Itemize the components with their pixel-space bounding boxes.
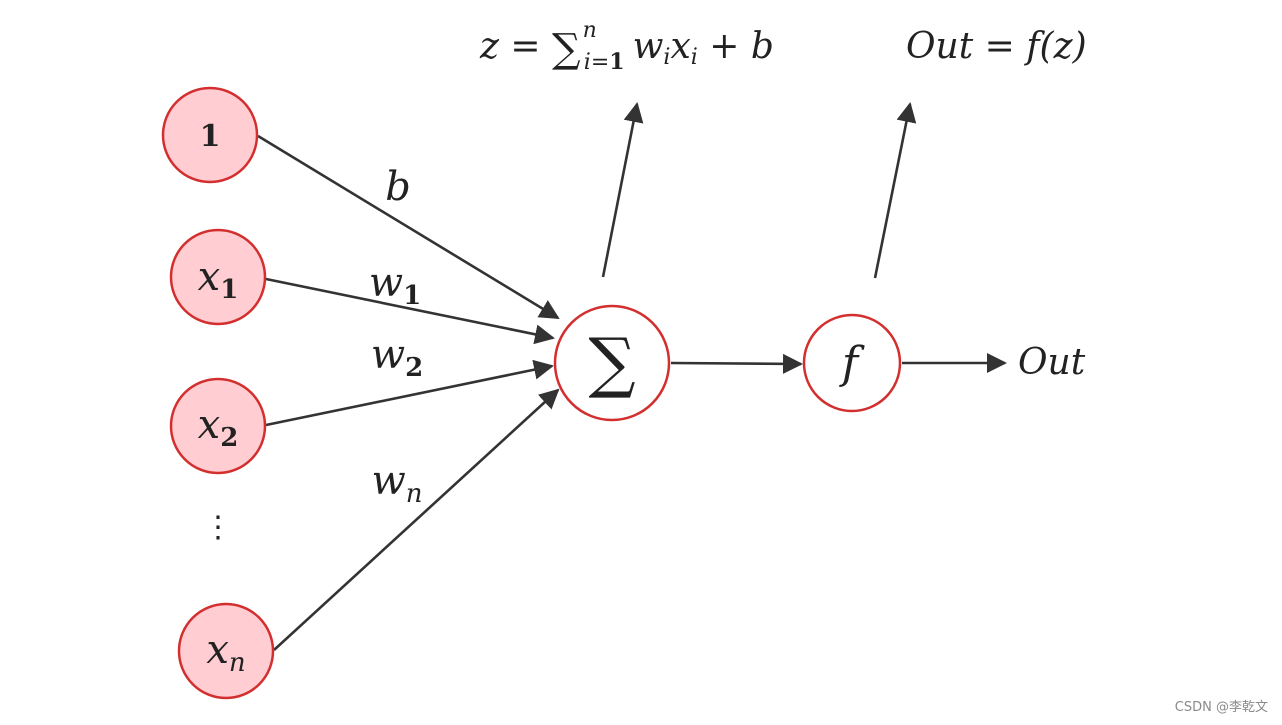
sum-formula-lower-eq: = [591, 50, 609, 75]
sum-node-symbol: ∑ [588, 324, 635, 401]
arrow-sum-formula [601, 102, 644, 278]
bias-node-label: 1 [200, 119, 221, 154]
w2-subscript: 2 [405, 353, 423, 383]
sum-formula-upper: n [583, 18, 597, 43]
x2-base: x [198, 402, 221, 448]
edge-label-w1: w1 [369, 260, 421, 311]
edge-label-w2: w2 [371, 332, 423, 383]
wn-base: w [372, 458, 406, 504]
x1-subscript: 1 [220, 275, 238, 305]
ellipsis-dots: ⋮ [203, 510, 233, 545]
edge-label-bias: b [385, 164, 411, 210]
sum-formula-sigma: ∑ [552, 26, 581, 72]
input-node-bias: 1 [161, 86, 259, 184]
x2-node-label: x2 [198, 402, 239, 453]
output-formula: Out = f(z) [906, 26, 1087, 67]
output-formula-eq: = [973, 26, 1026, 67]
watermark: CSDN @李乾文 [1174, 700, 1268, 715]
edge-xn [273, 388, 560, 651]
x2-subscript: 2 [220, 423, 238, 453]
w2-base: w [371, 332, 405, 378]
x1-node-label: x1 [198, 254, 239, 305]
sum-formula-w: w [633, 26, 664, 67]
x1-base: x [198, 254, 221, 300]
edge-label-wn: wn [372, 458, 423, 509]
sum-formula-lhs: z [479, 26, 500, 67]
edge-x2 [265, 359, 554, 427]
sum-formula-b: b [751, 26, 774, 67]
edge-x1 [265, 277, 555, 345]
wn-subscript: n [406, 479, 423, 509]
sum-formula-lower-var: i [584, 50, 591, 75]
input-node-x1: x1 [169, 228, 267, 326]
w1-subscript: 1 [403, 281, 421, 311]
input-node-xn: xn [177, 602, 275, 700]
sum-node: ∑ [553, 304, 671, 422]
activation-node: f [802, 313, 902, 413]
sum-formula-eq: = [499, 26, 552, 67]
sum-formula-x: x [670, 26, 690, 67]
sum-formula-lower-val: 1 [609, 49, 624, 75]
edge-bias [257, 134, 560, 320]
output-formula-lhs: Out [906, 26, 974, 67]
w1-base: w [369, 260, 403, 306]
edge-sum-to-f [670, 353, 803, 374]
xn-subscript: n [229, 648, 246, 678]
arrow-output-formula [873, 102, 917, 279]
output-formula-rhs: f(z) [1023, 26, 1086, 67]
sum-formula-plus: + [698, 26, 751, 67]
sum-formula-w-sub: i [663, 45, 670, 70]
sum-formula-x-sub: i [691, 45, 698, 70]
xn-base: x [206, 627, 229, 673]
xn-node-label: xn [206, 627, 245, 678]
output-label: Out [1018, 342, 1086, 383]
input-node-x2: x2 [169, 377, 267, 475]
